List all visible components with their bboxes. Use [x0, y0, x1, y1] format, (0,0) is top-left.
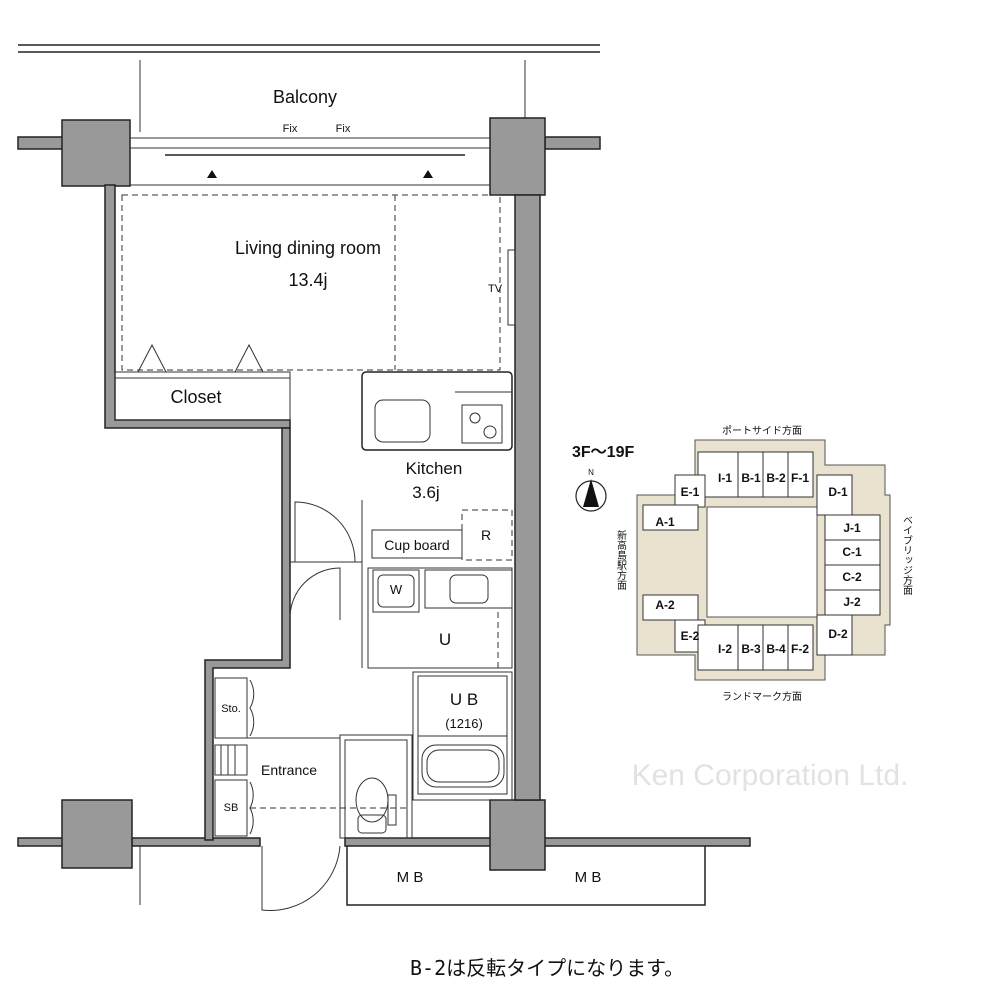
unit-label: A-2: [655, 598, 675, 612]
structural-column: [61, 119, 131, 187]
closet-label: Closet: [170, 387, 221, 407]
cupboard-label: Cup board: [384, 537, 449, 553]
north-arrow-icon: [575, 479, 607, 512]
watermark: Ken Corporation Ltd.: [632, 759, 909, 792]
exterior-walls: [17, 136, 751, 847]
unit-label: C-2: [842, 570, 862, 584]
direction-bottom: ランドマーク方面: [722, 690, 802, 703]
utility-label: U: [439, 630, 451, 649]
shoe-box-label: SB: [224, 802, 239, 814]
unit-label: D-2: [828, 627, 848, 641]
washer-label: W: [390, 582, 403, 597]
structural-column: [489, 117, 546, 196]
unit-label: B-3: [741, 642, 761, 656]
unit-label: B-4: [766, 642, 786, 656]
balcony-railing: [18, 44, 600, 132]
mb-label: M B: [397, 869, 424, 886]
floor-range: 3F～19F: [572, 444, 634, 461]
structural-column: [489, 799, 546, 871]
key-plan: 3F～19F N I-1 B-1 B-2 F-1 E-1 D-1 A-1 J-1: [572, 424, 913, 703]
direction-top: ポートサイド方面: [722, 424, 802, 437]
reversed-type-note: B-2は反転タイプになります。: [410, 956, 684, 980]
unit-label: C-1: [842, 545, 862, 559]
unit-bath-size: (1216): [445, 716, 483, 731]
door-swings: [261, 500, 363, 911]
tv-unit: [507, 249, 516, 326]
refrigerator-label: R: [481, 527, 491, 543]
kitchen-size: 3.6j: [412, 483, 439, 502]
entrance-label: Entrance: [261, 762, 317, 778]
unit-label: F-2: [791, 642, 809, 656]
unit-label: E-1: [681, 485, 700, 499]
unit-label: B-1: [741, 471, 761, 485]
balcony-label: Balcony: [273, 87, 337, 107]
living-room-outline: [121, 194, 501, 371]
unit-label: B-2: [766, 471, 786, 485]
unit-walls: [104, 184, 541, 841]
unit-label: I-2: [718, 642, 732, 656]
direction-left: 新高島駅方面: [615, 529, 627, 591]
kitchen-counter: [361, 371, 513, 451]
unit-label: J-1: [843, 521, 861, 535]
direction-right: ベイブリッジ方面: [901, 515, 913, 596]
fix-window-label: Fix: [336, 123, 351, 135]
mb-label: M B: [575, 869, 602, 886]
unit-bath-label: U B: [450, 690, 478, 709]
fix-window-label: Fix: [283, 123, 298, 135]
unit-label: D-1: [828, 485, 848, 499]
window-sash: [130, 137, 490, 186]
closet: [114, 343, 291, 421]
unit-bath: [412, 671, 513, 801]
unit-label: E-2: [681, 629, 700, 643]
unit-label: F-1: [791, 471, 809, 485]
north-label: N: [588, 468, 594, 477]
meter-box: [139, 846, 706, 906]
living-room-label: Living dining room: [235, 238, 381, 258]
tv-label: TV: [488, 283, 503, 295]
unit-label: A-1: [655, 515, 675, 529]
structural-column: [61, 799, 133, 869]
unit-label: J-2: [843, 595, 861, 609]
entrance-storage: [214, 677, 410, 837]
toilet-room: [339, 734, 413, 839]
unit-label: I-1: [718, 471, 732, 485]
refrigerator-space: [461, 509, 513, 561]
storage-label: Sto.: [221, 703, 241, 715]
utility-area: [367, 567, 513, 669]
kitchen-label: Kitchen: [406, 459, 463, 478]
living-room-size: 13.4j: [288, 270, 327, 290]
